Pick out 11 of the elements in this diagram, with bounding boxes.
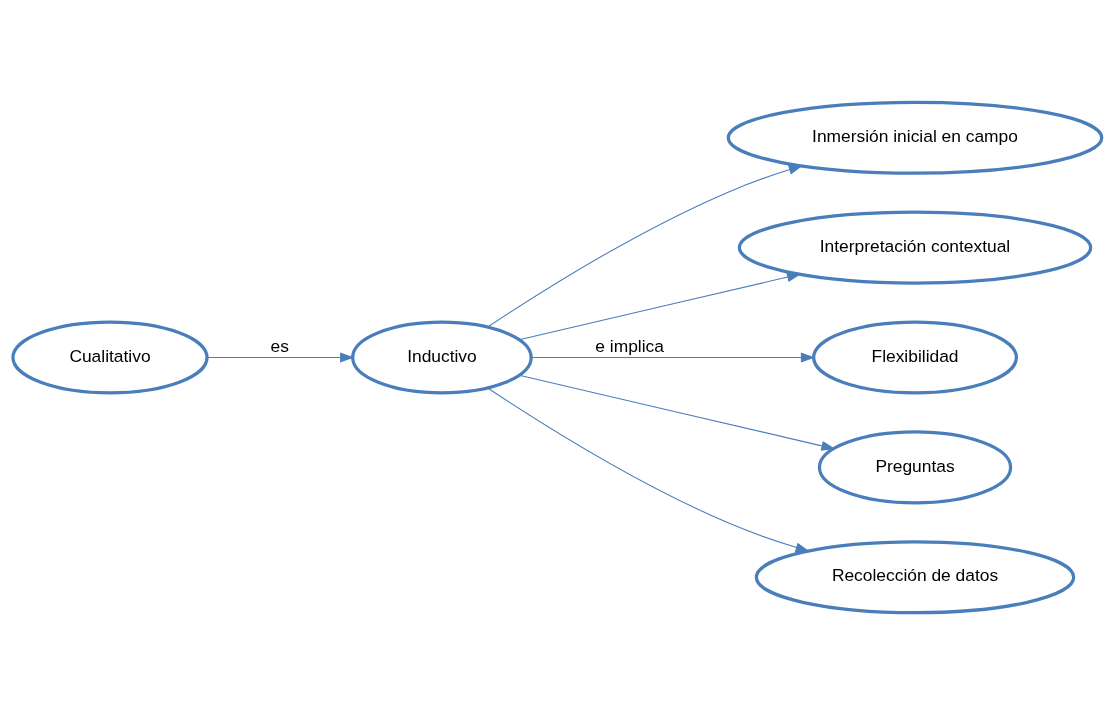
arrow <box>487 164 803 328</box>
arrow <box>518 374 836 451</box>
arrow <box>530 352 816 363</box>
node-ellipse: Cualitativo <box>11 320 209 395</box>
edge-label: es <box>270 335 289 356</box>
arrow <box>518 272 802 341</box>
node-ellipse: Inductivo <box>351 320 533 395</box>
arrow <box>206 352 355 363</box>
edge-label: e implica <box>595 335 664 356</box>
node-ellipse: Flexibilidad <box>812 320 1019 395</box>
arrow <box>487 387 810 553</box>
